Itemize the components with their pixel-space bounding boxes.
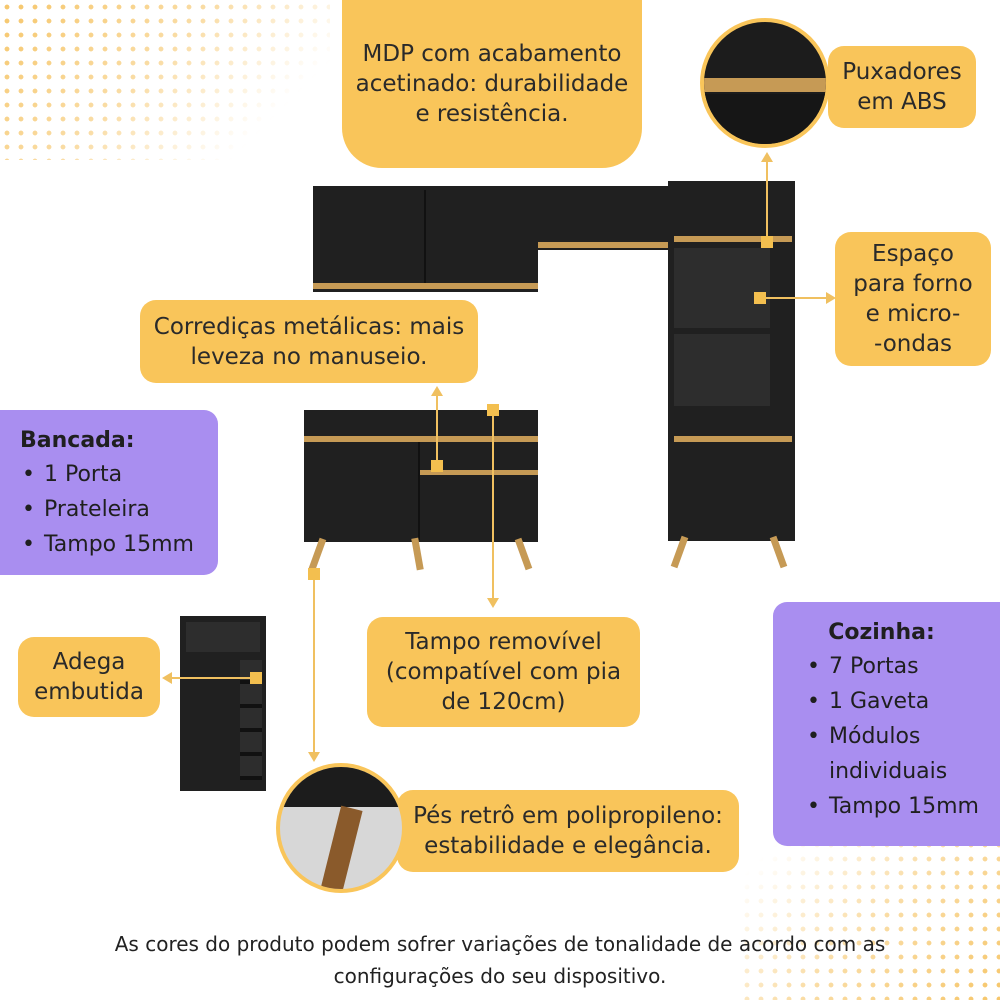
list-item: Prateleira <box>20 492 218 527</box>
list-item: Módulos individuais <box>805 719 1000 789</box>
decorative-dots-top-left <box>0 0 330 160</box>
cozinha-title: Cozinha: <box>828 620 935 645</box>
bancada-title: Bancada: <box>20 428 135 453</box>
list-item: 1 Gaveta <box>805 684 1000 719</box>
leg-detail-image <box>276 763 406 893</box>
callout-espaco-forno: Espaço para forno e micro- -ondas <box>835 232 991 366</box>
disclaimer-footer: As cores do produto podem sofrer variaçõ… <box>114 932 886 988</box>
callout-adega: Adega embutida <box>18 637 160 717</box>
bancada-features: Bancada: 1 Porta Prateleira Tampo 15mm <box>0 410 218 575</box>
cozinha-list: 7 Portas 1 Gaveta Módulos individuais Ta… <box>805 649 1000 824</box>
handle-detail-image <box>700 18 830 148</box>
callout-pes: Pés retrô em polipropileno: estabilidade… <box>397 790 739 872</box>
list-item: 7 Portas <box>805 649 1000 684</box>
list-item: Tampo 15mm <box>20 527 218 562</box>
cozinha-features: Cozinha: 7 Portas 1 Gaveta Módulos indiv… <box>773 602 1000 846</box>
callout-tampo: Tampo removível (compatível com pia de 1… <box>367 617 640 727</box>
callout-mdp: MDP com acabamento acetinado: durabilida… <box>342 0 642 168</box>
callout-puxadores: Puxadores em ABS <box>828 46 976 128</box>
callout-corredicas: Corrediças metálicas: mais leveza no man… <box>140 300 478 383</box>
bancada-list: 1 Porta Prateleira Tampo 15mm <box>20 457 218 562</box>
list-item: 1 Porta <box>20 457 218 492</box>
list-item: Tampo 15mm <box>805 789 1000 824</box>
